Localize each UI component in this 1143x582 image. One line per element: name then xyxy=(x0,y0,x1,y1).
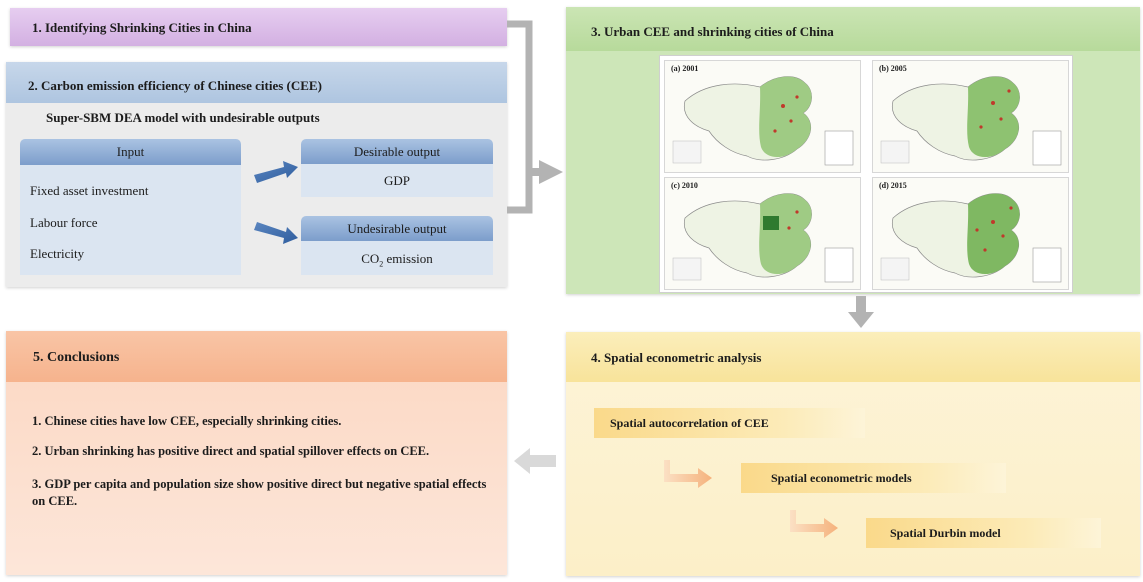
panel-carbon-emission-efficiency: 2. Carbon emission efficiency of Chinese… xyxy=(6,62,507,287)
conclusion-item: 2. Urban shrinking has positive direct a… xyxy=(32,444,430,458)
panel-1-title: 1. Identifying Shrinking Cities in China xyxy=(32,20,252,35)
undesirable-output-header: Undesirable output xyxy=(301,216,493,241)
input-list: Fixed asset investment Labour force Elec… xyxy=(20,165,241,275)
step-spatial-econometric-models: Spatial econometric models xyxy=(741,463,1006,493)
panel-conclusions: 5. Conclusions 1. Chinese cities have lo… xyxy=(6,331,507,575)
undesirable-output-box: CO2 emission xyxy=(301,241,493,275)
panel-2-header: 2. Carbon emission efficiency of Chinese… xyxy=(6,62,507,103)
china-map-icon xyxy=(880,76,1062,166)
desirable-output-box: GDP xyxy=(301,164,493,197)
left-arrow-icon xyxy=(514,448,556,474)
step-arrow-icon xyxy=(790,510,838,538)
input-item: Labour force xyxy=(30,215,98,230)
map-label: (b) 2005 xyxy=(879,64,907,73)
desirable-output-value: GDP xyxy=(383,173,410,188)
map-label: (d) 2015 xyxy=(879,181,907,190)
map-2005: (b) 2005 xyxy=(872,60,1069,173)
map-2001: (a) 2001 xyxy=(664,60,861,173)
china-map-icon xyxy=(672,193,854,283)
input-to-undesirable-arrow-icon xyxy=(254,222,298,244)
input-header: Input xyxy=(20,139,241,165)
panel-4-header: 4. Spatial econometric analysis xyxy=(566,332,1140,382)
china-map-icon xyxy=(880,193,1062,283)
map-label: (a) 2001 xyxy=(671,64,699,73)
down-arrow-icon xyxy=(848,296,874,328)
desirable-output-header: Desirable output xyxy=(301,139,493,164)
input-to-desirable-arrow-icon xyxy=(254,161,298,183)
conclusion-item: 1. Chinese cities have low CEE, especial… xyxy=(32,414,342,428)
map-label: (c) 2010 xyxy=(671,181,698,190)
map-2015: (d) 2015 xyxy=(872,177,1069,290)
maps-figure: (a) 2001 (b) 2005 (c) 2010 xyxy=(659,55,1073,293)
undesirable-output-value: CO2 emission xyxy=(361,251,433,269)
panel-3-title: 3. Urban CEE and shrinking cities of Chi… xyxy=(591,24,834,39)
panel-5-header: 5. Conclusions xyxy=(6,331,507,382)
step-spatial-autocorrelation: Spatial autocorrelation of CEE xyxy=(594,408,865,438)
panel-identifying-shrinking-cities: 1. Identifying Shrinking Cities in China xyxy=(10,8,507,46)
china-map-icon xyxy=(672,76,854,166)
step-spatial-durbin-model: Spatial Durbin model xyxy=(866,518,1101,548)
model-subtitle: Super-SBM DEA model with undesirable out… xyxy=(46,110,320,125)
panel-3-header: 3. Urban CEE and shrinking cities of Chi… xyxy=(566,7,1140,51)
panel-spatial-econometric-analysis: 4. Spatial econometric analysis Spatial … xyxy=(566,332,1140,576)
connector-to-panel-3-arrow-icon xyxy=(507,20,563,214)
panel-2-title: 2. Carbon emission efficiency of Chinese… xyxy=(28,78,322,93)
panel-5-title: 5. Conclusions xyxy=(33,350,120,365)
panel-4-title: 4. Spatial econometric analysis xyxy=(591,350,762,365)
conclusion-item: 3. GDP per capita and population size sh… xyxy=(32,477,487,508)
panel-urban-cee-maps: 3. Urban CEE and shrinking cities of Chi… xyxy=(566,7,1140,294)
step-arrow-icon xyxy=(664,460,712,488)
input-item: Fixed asset investment xyxy=(30,183,149,198)
input-item: Electricity xyxy=(30,246,85,261)
map-2010: (c) 2010 xyxy=(664,177,861,290)
